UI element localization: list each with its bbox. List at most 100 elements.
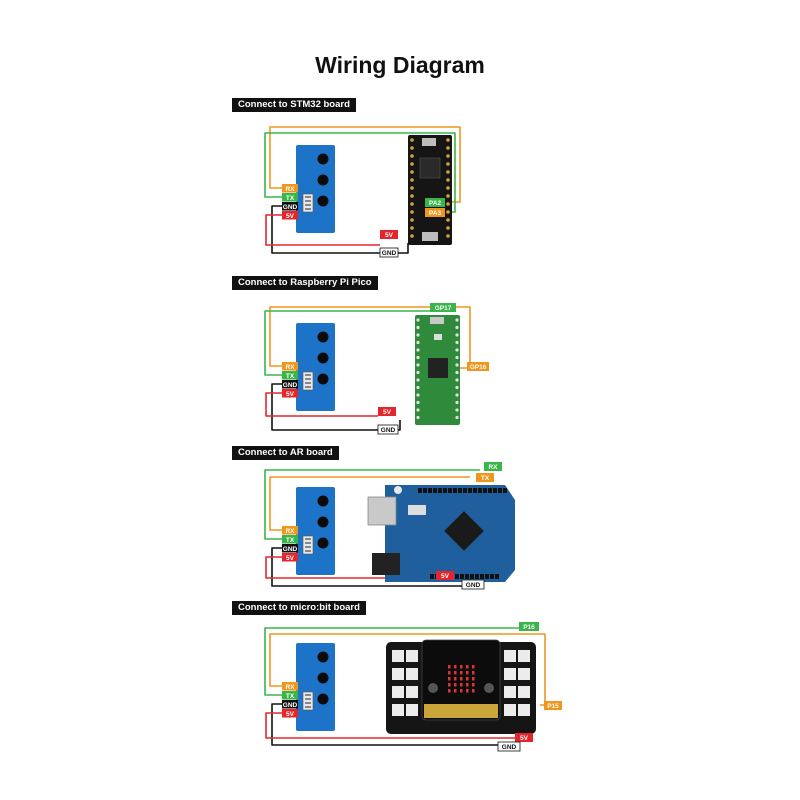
mcu-chip xyxy=(419,157,441,179)
board-label-pa2 xyxy=(425,198,445,207)
microbit-expansion-board xyxy=(386,639,536,734)
crystal xyxy=(408,505,426,515)
header-pin xyxy=(446,210,450,214)
uart-module-body xyxy=(296,487,335,575)
mounting-hole xyxy=(317,495,329,507)
led-matrix-led xyxy=(460,683,463,687)
header-pin xyxy=(495,574,499,579)
pin-label-tx-text: TX xyxy=(286,693,295,700)
header-pin xyxy=(488,488,492,493)
connector-pin xyxy=(305,382,311,384)
header-pin xyxy=(493,488,497,493)
connector-pin xyxy=(305,538,311,540)
board-label-5v xyxy=(380,230,398,239)
led-matrix-led xyxy=(466,665,469,669)
pin-label-v5-text: 5V xyxy=(286,555,295,562)
header-pin xyxy=(410,138,414,142)
board-label-p15-text: P15 xyxy=(547,703,559,710)
led-matrix-led xyxy=(460,689,463,693)
header-pin xyxy=(480,574,484,579)
led-matrix-led xyxy=(454,689,457,693)
header-pin xyxy=(410,162,414,166)
connector-pin xyxy=(305,550,311,552)
connector-port xyxy=(302,193,314,213)
header-pin xyxy=(460,574,464,579)
header-pin xyxy=(465,574,469,579)
board-label-gnd-border xyxy=(461,579,485,590)
header-pin xyxy=(410,146,414,150)
header-pin xyxy=(455,393,459,397)
header-pin xyxy=(443,488,447,493)
header-pin xyxy=(416,378,420,382)
header-pin xyxy=(430,574,434,579)
pin-label-tx xyxy=(282,535,298,544)
port-connector xyxy=(392,686,404,698)
pin-label-rx xyxy=(282,184,298,193)
board-label-gnd xyxy=(380,248,398,257)
board-label-pa2-text: PA2 xyxy=(429,200,442,207)
header-pin xyxy=(410,234,414,238)
uart-module xyxy=(296,643,335,731)
header-pin xyxy=(498,488,502,493)
atmega-chip xyxy=(444,511,484,551)
header-pin xyxy=(416,393,420,397)
bootsel-button xyxy=(434,334,442,340)
port-connector xyxy=(406,704,418,716)
board-label-p16 xyxy=(519,622,539,631)
uart-module-body xyxy=(296,643,335,731)
pin-label-v5-text: 5V xyxy=(286,213,295,220)
header-pin xyxy=(428,488,432,493)
header-pin xyxy=(446,178,450,182)
header-pin xyxy=(455,408,459,412)
pin-label-v5-text: 5V xyxy=(286,711,295,718)
header-pin xyxy=(455,333,459,337)
led-matrix-led xyxy=(466,689,469,693)
header-pin xyxy=(455,363,459,367)
header-pin xyxy=(433,488,437,493)
header-pin xyxy=(490,574,494,579)
board-label-5v-text: 5V xyxy=(441,573,450,580)
header-pin xyxy=(438,488,442,493)
mounting-hole xyxy=(317,651,329,663)
connector-port xyxy=(302,371,314,391)
board-label-gnd-text: GND xyxy=(466,582,481,589)
port-connector xyxy=(518,704,530,716)
usb-port xyxy=(422,138,436,146)
connector-pin xyxy=(305,542,311,544)
board-label-5v xyxy=(515,733,533,742)
led-matrix-led xyxy=(448,683,451,687)
uart-module xyxy=(296,145,335,233)
reset-button xyxy=(394,486,402,494)
board-label-gp17 xyxy=(430,303,456,312)
header-pin xyxy=(475,574,479,579)
arduino-board xyxy=(367,485,515,582)
board-label-gnd-border xyxy=(377,424,399,435)
connector-pin xyxy=(305,208,311,210)
wire-5v xyxy=(265,214,380,246)
pin-label-v5-text: 5V xyxy=(286,391,295,398)
board-label-rx xyxy=(484,462,502,471)
header-pin xyxy=(410,218,414,222)
led-matrix-led xyxy=(460,665,463,669)
pin-label-v5 xyxy=(282,389,298,398)
board-label-gnd-border xyxy=(497,741,521,752)
header-pin xyxy=(446,234,450,238)
led-matrix-led xyxy=(454,677,457,681)
header-pin xyxy=(455,340,459,345)
wire-5v xyxy=(265,712,515,739)
pin-label-tx xyxy=(282,193,298,202)
pin-label-tx xyxy=(282,371,298,380)
section-header-pico: Connect to Raspberry Pi Pico xyxy=(232,276,378,290)
wire-tx xyxy=(264,627,520,696)
header-pin xyxy=(463,488,467,493)
board-label-5v xyxy=(436,571,454,580)
header-pin xyxy=(416,385,420,390)
pin-label-tx-text: TX xyxy=(286,537,295,544)
pin-label-tx-text: TX xyxy=(286,373,295,380)
header-pin xyxy=(446,186,450,190)
board-label-gnd xyxy=(498,742,520,751)
uart-module-body xyxy=(296,323,335,411)
led-matrix-led xyxy=(472,665,475,669)
header-pin xyxy=(503,488,507,493)
pin-label-v5 xyxy=(282,553,298,562)
